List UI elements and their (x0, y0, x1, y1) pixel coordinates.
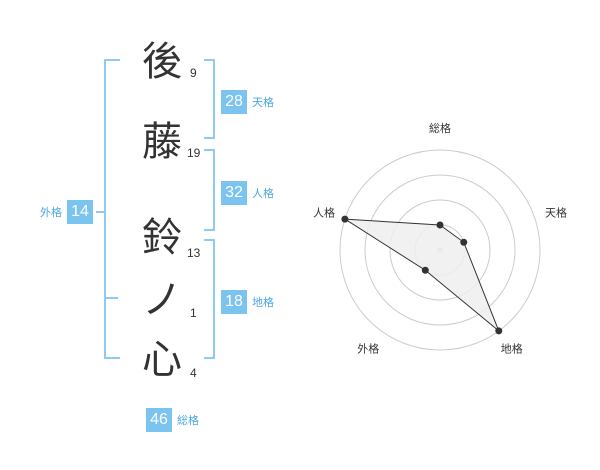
radar-point-3 (421, 266, 429, 274)
radar-point-1 (460, 238, 468, 246)
jinkaku-label: 人格 (252, 187, 274, 200)
badge-jinkaku: 32 人格 (221, 181, 274, 205)
name-char-4: ノ (142, 277, 182, 323)
jinkaku-value: 32 (221, 181, 247, 205)
tenkaku-label: 天格 (252, 96, 274, 109)
stroke-count-1: 9 (190, 66, 197, 80)
radar-ring-3 (364, 174, 516, 326)
radar-point-2 (495, 327, 503, 335)
radar-point-4 (341, 215, 349, 223)
name-char-2: 藤 (142, 119, 182, 165)
radar-axis-label-3: 外格 (357, 342, 379, 356)
bracket-tenkaku (204, 59, 215, 139)
bracket-gaikaku (104, 59, 120, 359)
radar-axis-label-4: 人格 (313, 205, 335, 219)
badge-gaikaku: 外格 14 (40, 200, 93, 224)
soukaku-value: 46 (146, 408, 172, 432)
stroke-count-4: 1 (190, 306, 197, 320)
stroke-count-3: 13 (187, 246, 201, 260)
radar-point-0 (436, 221, 444, 229)
stroke-count-2: 19 (187, 146, 201, 160)
name-char-5: 心 (142, 337, 182, 383)
chikaku-value: 18 (221, 290, 247, 314)
badge-tenkaku: 28 天格 (221, 90, 274, 114)
radar-ring-4 (339, 149, 541, 351)
badge-soukaku: 46 総格 (146, 408, 199, 432)
bracket-chikaku (204, 239, 215, 359)
gaikaku-label: 外格 (40, 206, 62, 219)
bracket-jinkaku (204, 149, 215, 231)
stroke-count-5: 4 (190, 366, 197, 380)
chikaku-label: 地格 (252, 296, 274, 309)
radar-axis-label-2: 地格 (501, 342, 523, 356)
radar-axis-label-0: 総格 (429, 121, 451, 135)
badge-chikaku: 18 地格 (221, 290, 274, 314)
name-char-3: 鈴 (142, 215, 182, 261)
gaikaku-value: 14 (67, 200, 93, 224)
radar-polygon (344, 218, 500, 332)
tenkaku-value: 28 (221, 90, 247, 114)
name-char-1: 後 (142, 39, 182, 85)
radar-ring-2 (389, 199, 491, 301)
radar-series (341, 215, 503, 335)
radar-axis-label-1: 天格 (545, 205, 567, 219)
soukaku-label: 総格 (177, 414, 199, 427)
